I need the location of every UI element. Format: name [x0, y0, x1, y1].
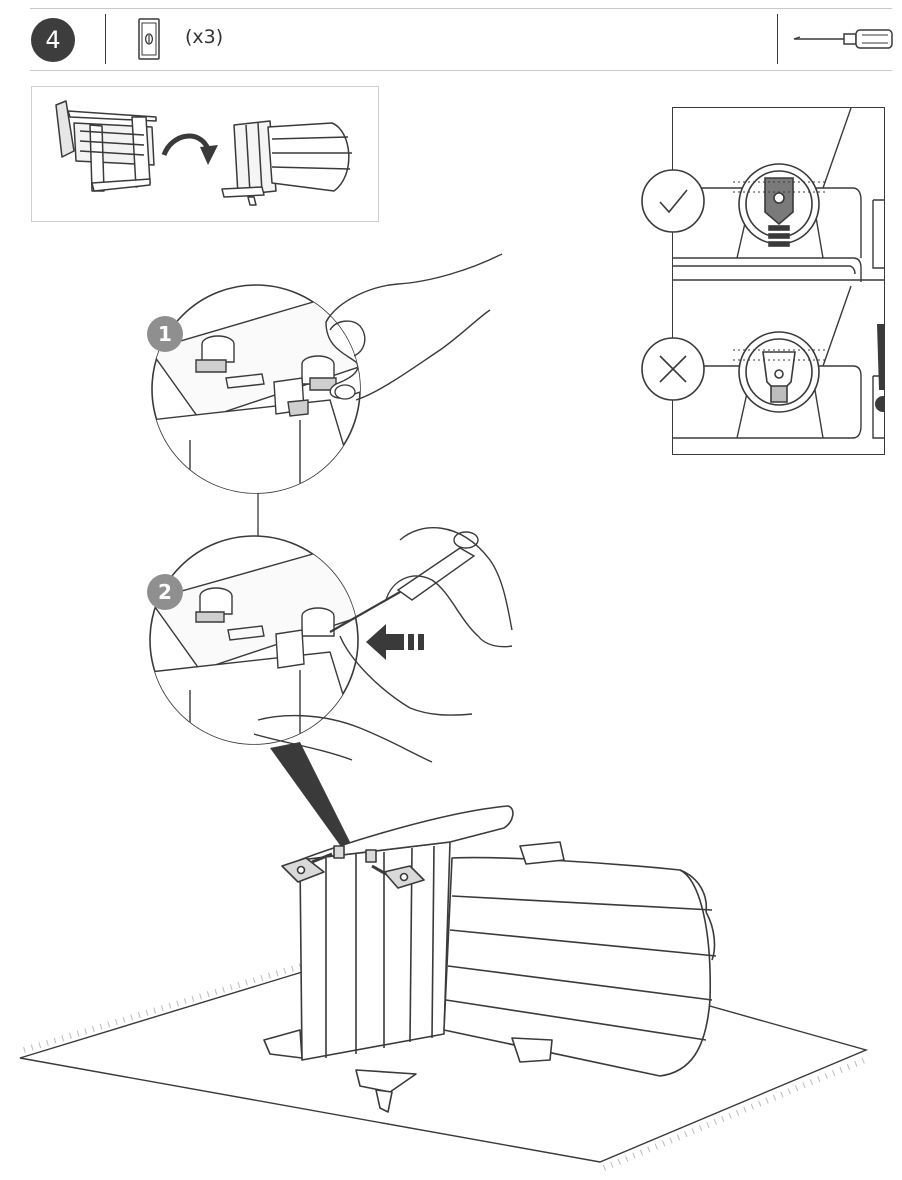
- floor-mat: [19, 921, 872, 1171]
- lock-orientation-sketch: [673, 108, 884, 439]
- x-mark-icon: [641, 337, 705, 401]
- detail-view-1: [151, 284, 361, 494]
- flip-chair-sketch: [55, 100, 352, 206]
- header-top-rule: [30, 8, 892, 9]
- exclamation-icon: [875, 324, 884, 412]
- cam-wrong: [733, 331, 825, 413]
- detail-badge-1: 1: [147, 316, 183, 352]
- screwdriver-hand-2: [253, 527, 513, 763]
- rotate-arrow-icon: [161, 133, 211, 157]
- lock-orientation-panel: [672, 107, 885, 455]
- cam-lock-fitting-icon: [138, 18, 160, 60]
- header-separator-right: [777, 14, 778, 64]
- push-arrow-icon: [366, 624, 424, 660]
- header-separator: [105, 14, 106, 64]
- chair-after-flip: [221, 120, 352, 206]
- detail-view-2: [149, 535, 359, 745]
- quantity-label: (x3): [185, 26, 224, 48]
- zoom-cone: [270, 742, 352, 848]
- hand-1: [325, 253, 503, 401]
- chair-flipped: [263, 805, 717, 1113]
- cam-correct: [733, 163, 825, 247]
- detail-badge-2: 2: [147, 574, 183, 610]
- step-number-badge: 4: [31, 18, 75, 62]
- checkmark-icon: [641, 169, 705, 233]
- chair-before-flip: [55, 100, 157, 192]
- flip-chair-overview-panel: [31, 86, 379, 222]
- screwdriver-icon: [793, 29, 893, 49]
- header-bottom-rule: [30, 70, 892, 71]
